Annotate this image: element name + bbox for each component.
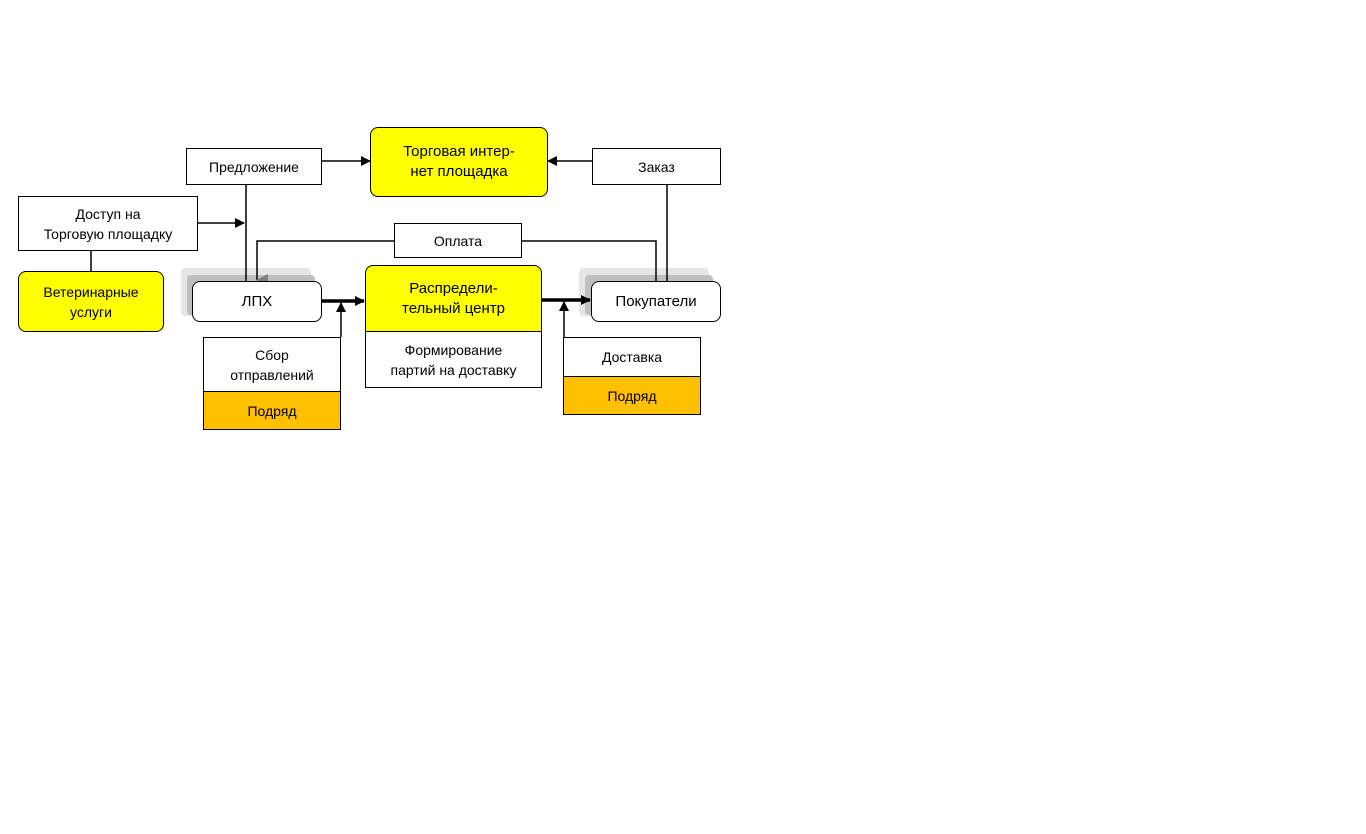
node-contract-left: Подряд — [203, 391, 341, 430]
node-buyers: Покупатели — [591, 281, 721, 322]
node-vet: Ветеринарные услуги — [18, 271, 164, 332]
node-payment: Оплата — [394, 223, 522, 258]
node-distribution: Распредели- тельный центр — [365, 265, 542, 332]
line-payment-right — [522, 240, 657, 282]
node-platform: Торговая интер- нет площадка — [370, 127, 548, 197]
arrow-payment-lph — [256, 240, 394, 286]
node-batching: Формирование партий на доставку — [365, 331, 542, 388]
node-access: Доступ на Торговую площадку — [18, 196, 198, 251]
node-contract-right: Подряд — [563, 376, 701, 415]
node-lph: ЛПХ — [192, 281, 322, 322]
node-order: Заказ — [592, 148, 721, 185]
node-delivery: Доставка — [563, 337, 701, 377]
node-collection: Сбор отправлений — [203, 337, 341, 392]
node-proposal: Предложение — [186, 148, 322, 185]
